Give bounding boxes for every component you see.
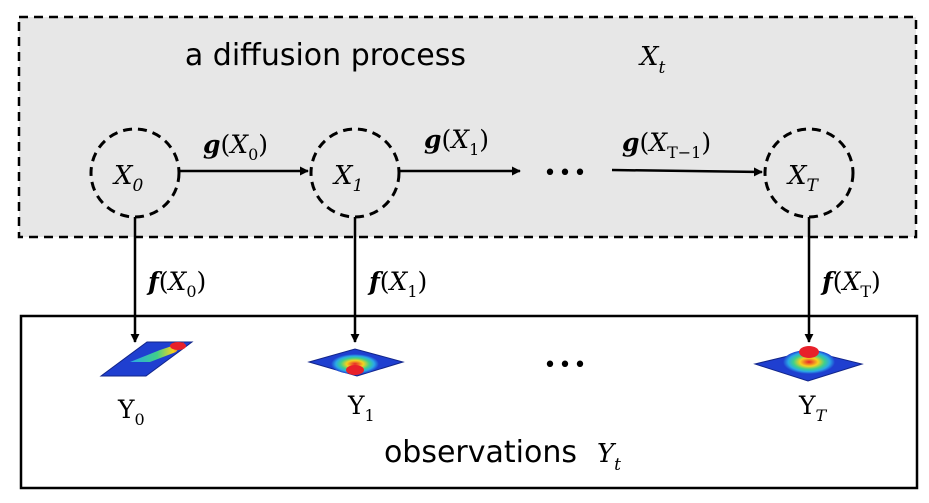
observation-surface-0: [99, 341, 194, 377]
process-ellipsis: •••: [544, 161, 589, 186]
emission-label-1: f(X1): [367, 267, 427, 301]
transition-arrow-2: [611, 167, 763, 177]
observations-title-variable: Yt: [597, 439, 621, 475]
observation-surface-1: [307, 348, 405, 377]
transition-label-2: g(XT−1): [622, 128, 711, 162]
transition-label-1: g(X1): [424, 125, 489, 159]
observation-ellipsis: •••: [544, 353, 589, 378]
observation-label-y1: Y1: [347, 391, 375, 425]
state-label-xt: XT: [786, 161, 820, 196]
state-label-x0: X0: [112, 161, 144, 196]
transition-label-0: g(X0): [203, 130, 268, 164]
observation-label-yt: YT: [798, 391, 828, 425]
process-title-variable: Xt: [638, 42, 666, 78]
observation-surface-t: [753, 346, 864, 382]
observations-title: observations: [384, 435, 577, 470]
state-node-x0: [89, 127, 181, 219]
emission-label-t: f(XT): [820, 267, 881, 301]
state-node-x1: [309, 127, 401, 219]
state-label-x1: X1: [332, 161, 363, 196]
process-title: a diffusion process: [185, 38, 466, 73]
state-node-xt: [763, 127, 855, 219]
emission-label-0: f(X0): [146, 267, 206, 301]
observation-label-y0: Y0: [117, 395, 145, 429]
